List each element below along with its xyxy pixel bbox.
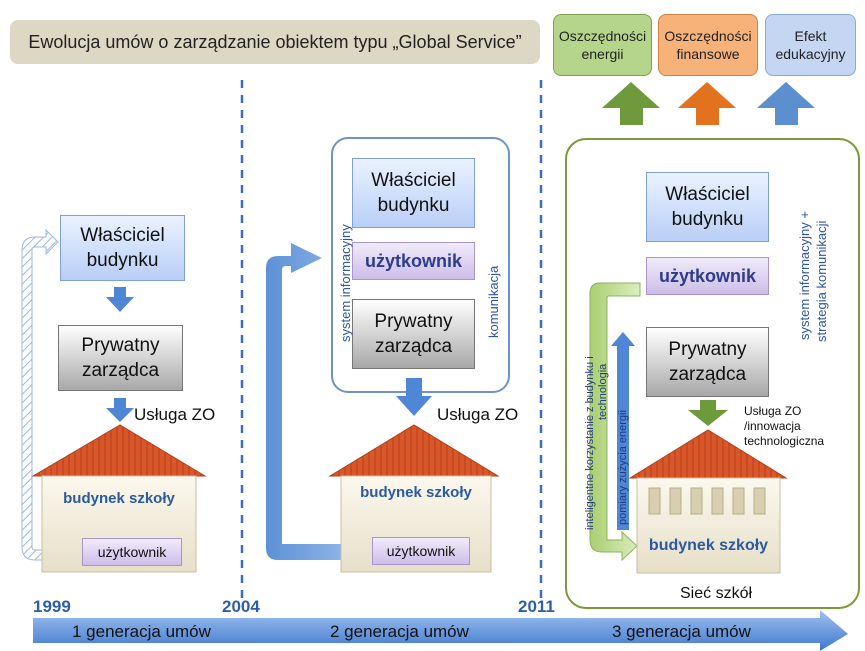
gen1-service-label: Usługa ZO [134, 405, 216, 424]
gen1-manager-box: Prywatny zarządca [58, 325, 183, 391]
gen2-owner-box: Właściciel budynku [352, 158, 475, 228]
diagram-title: Ewolucja umów o zarządzanie obiektem typ… [10, 20, 540, 64]
gen2-manager-box: Prywatny zarządca [352, 299, 475, 369]
generation-1-label: 1 generacja umów [72, 622, 211, 641]
gen1-school-label: budynek szkoły [63, 490, 175, 507]
gen3-info-strategy-label-1: system informacyjny + [797, 211, 812, 340]
education-up-arrow [757, 82, 815, 125]
gen2-down-arrow [396, 378, 432, 416]
gen1-feedback-arrow [21, 228, 81, 561]
gen3-energy-measure-label: pomiary zużycia energii [617, 410, 629, 525]
gen1-user-box: użytkownik [82, 538, 182, 566]
gen2-info-system-label: system informacyjny [338, 224, 353, 342]
financial-up-arrow [678, 82, 736, 125]
gen2-user-role-box: użytkownik [352, 242, 475, 280]
gen2-roof [328, 424, 500, 477]
benefit-energy-savings: Oszczędności energii [553, 14, 652, 76]
gen3-service-line-3: technologiczna [744, 434, 825, 448]
gen2-user-box: użytkownik [372, 537, 470, 565]
gen2-feedback-arrow [266, 243, 370, 560]
gen3-service-line-1: Usługa ZO [744, 404, 802, 418]
gen2-school-label: budynek szkoły [360, 484, 472, 501]
gen3-window [711, 487, 724, 515]
gen3-energy-arrow [611, 332, 635, 530]
gen1-roof [31, 424, 207, 477]
gen3-window [690, 487, 703, 515]
gen3-manager-box: Prywatny zarządca [646, 327, 769, 397]
gen3-window [753, 487, 766, 515]
gen3-smart-use-label-1: inteligentne korzystanie z budynku i [584, 356, 596, 530]
generation-3-label: 3 generacja umów [612, 622, 751, 641]
gen3-down-arrow [688, 400, 728, 426]
year-2011: 2011 [518, 597, 555, 616]
gen1-down-arrow-2 [106, 398, 134, 422]
gen3-window [648, 487, 661, 515]
generation-2-label: 2 generacja umów [330, 622, 469, 641]
year-1999: 1999 [33, 597, 71, 616]
benefit-financial-savings: Oszczędności finansowe [658, 14, 758, 76]
gen3-smart-use-arrow [589, 282, 641, 562]
energy-up-arrow [602, 82, 660, 125]
gen3-owner-box: Właściciel budynku [646, 172, 769, 242]
gen3-service-line-2: /innowacja [744, 419, 801, 433]
gen3-window [669, 487, 682, 515]
benefit-educational-effect: Efekt edukacyjny [765, 14, 856, 76]
gen3-school-label: budynek szkoły [648, 537, 769, 554]
gen3-network-label: Sieć szkół [680, 585, 753, 602]
gen3-window [732, 487, 745, 515]
gen3-info-strategy-label-2: strategia komunikacji [814, 220, 829, 342]
gen1-down-arrow-1 [106, 287, 134, 312]
gen2-service-label: Usługa ZO [437, 405, 519, 424]
gen3-service-label: Usługa ZO /innowacja technologiczna [744, 404, 824, 449]
gen1-owner-box: Właściciel budynku [60, 215, 185, 281]
timeline-arrow [33, 610, 848, 651]
gen3-smart-use-label-2: technologia [597, 363, 609, 420]
gen3-user-role-box: użytkownik [646, 257, 769, 295]
year-2004: 2004 [222, 597, 260, 616]
gen2-communication-label: komunikacja [486, 265, 501, 338]
